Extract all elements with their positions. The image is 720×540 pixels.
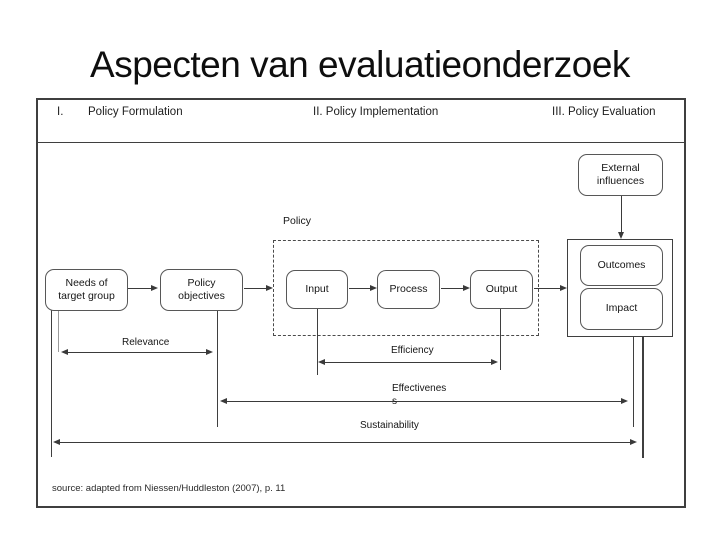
box-impact: Impact	[580, 288, 663, 330]
dropline-needs-short	[58, 310, 59, 352]
dropline-needs	[50, 310, 52, 457]
dropline-outcomes	[632, 337, 634, 427]
sustainability-label: Sustainability	[360, 420, 419, 431]
box-outcomes-label: Outcomes	[597, 258, 646, 271]
policy-group-label: Policy	[283, 215, 312, 227]
box-input: Input	[286, 270, 348, 309]
efficiency-label: Efficiency	[391, 345, 434, 356]
sustainability-arrow	[53, 438, 637, 447]
dropline-input	[316, 308, 318, 375]
relevance-label: Relevance	[122, 337, 170, 348]
box-process: Process	[377, 270, 440, 309]
arrow-input-to-process	[349, 284, 377, 293]
effectiveness-label-line1: Effectivenes	[392, 383, 447, 394]
arrow-external-to-results	[617, 196, 626, 239]
box-outcomes: Outcomes	[580, 245, 663, 286]
arrow-process-to-output	[441, 284, 470, 293]
slide-title: Aspecten van evaluatieonderzoek	[90, 44, 630, 85]
arrow-output-to-results	[534, 284, 567, 293]
phase-2-label: II. Policy Implementation	[313, 106, 439, 118]
box-needs-line1: Needs of	[65, 276, 108, 289]
source-note: source: adapted from Niessen/Huddleston …	[52, 483, 286, 494]
effectiveness-arrow	[220, 397, 628, 406]
box-objectives-line2: objectives	[178, 290, 225, 302]
effectiveness-label: Effectivenes s	[392, 383, 446, 408]
box-external-influences: External influences	[578, 154, 663, 196]
box-policy-objectives: Policy objectives	[160, 269, 243, 311]
box-output: Output	[470, 270, 533, 309]
box-external-line1: External	[601, 161, 640, 174]
effectiveness-label-line2: s	[392, 395, 397, 407]
box-impact-label: Impact	[605, 302, 638, 315]
box-input-label: Input	[305, 282, 329, 295]
dropline-output	[499, 308, 501, 370]
phase-1-label: Policy Formulation	[88, 106, 183, 118]
arrow-objectives-to-policy	[244, 284, 273, 293]
phase-1-numeral: I.	[57, 106, 64, 118]
efficiency-arrow	[318, 358, 498, 367]
box-process-label: Process	[389, 282, 428, 295]
box-needs-line2: target group	[58, 290, 115, 302]
dropline-impact	[642, 337, 644, 458]
dropline-objectives	[216, 310, 218, 427]
relevance-arrow	[61, 348, 213, 357]
phase-header-band	[36, 98, 686, 143]
phase-3-label: III. Policy Evaluation	[552, 106, 656, 118]
box-needs-of-target-group: Needs of target group	[45, 269, 128, 311]
box-output-label: Output	[485, 282, 518, 295]
box-objectives-line1: Policy	[187, 276, 216, 289]
arrow-needs-to-objectives	[128, 284, 158, 293]
box-external-line2: influences	[596, 175, 645, 187]
